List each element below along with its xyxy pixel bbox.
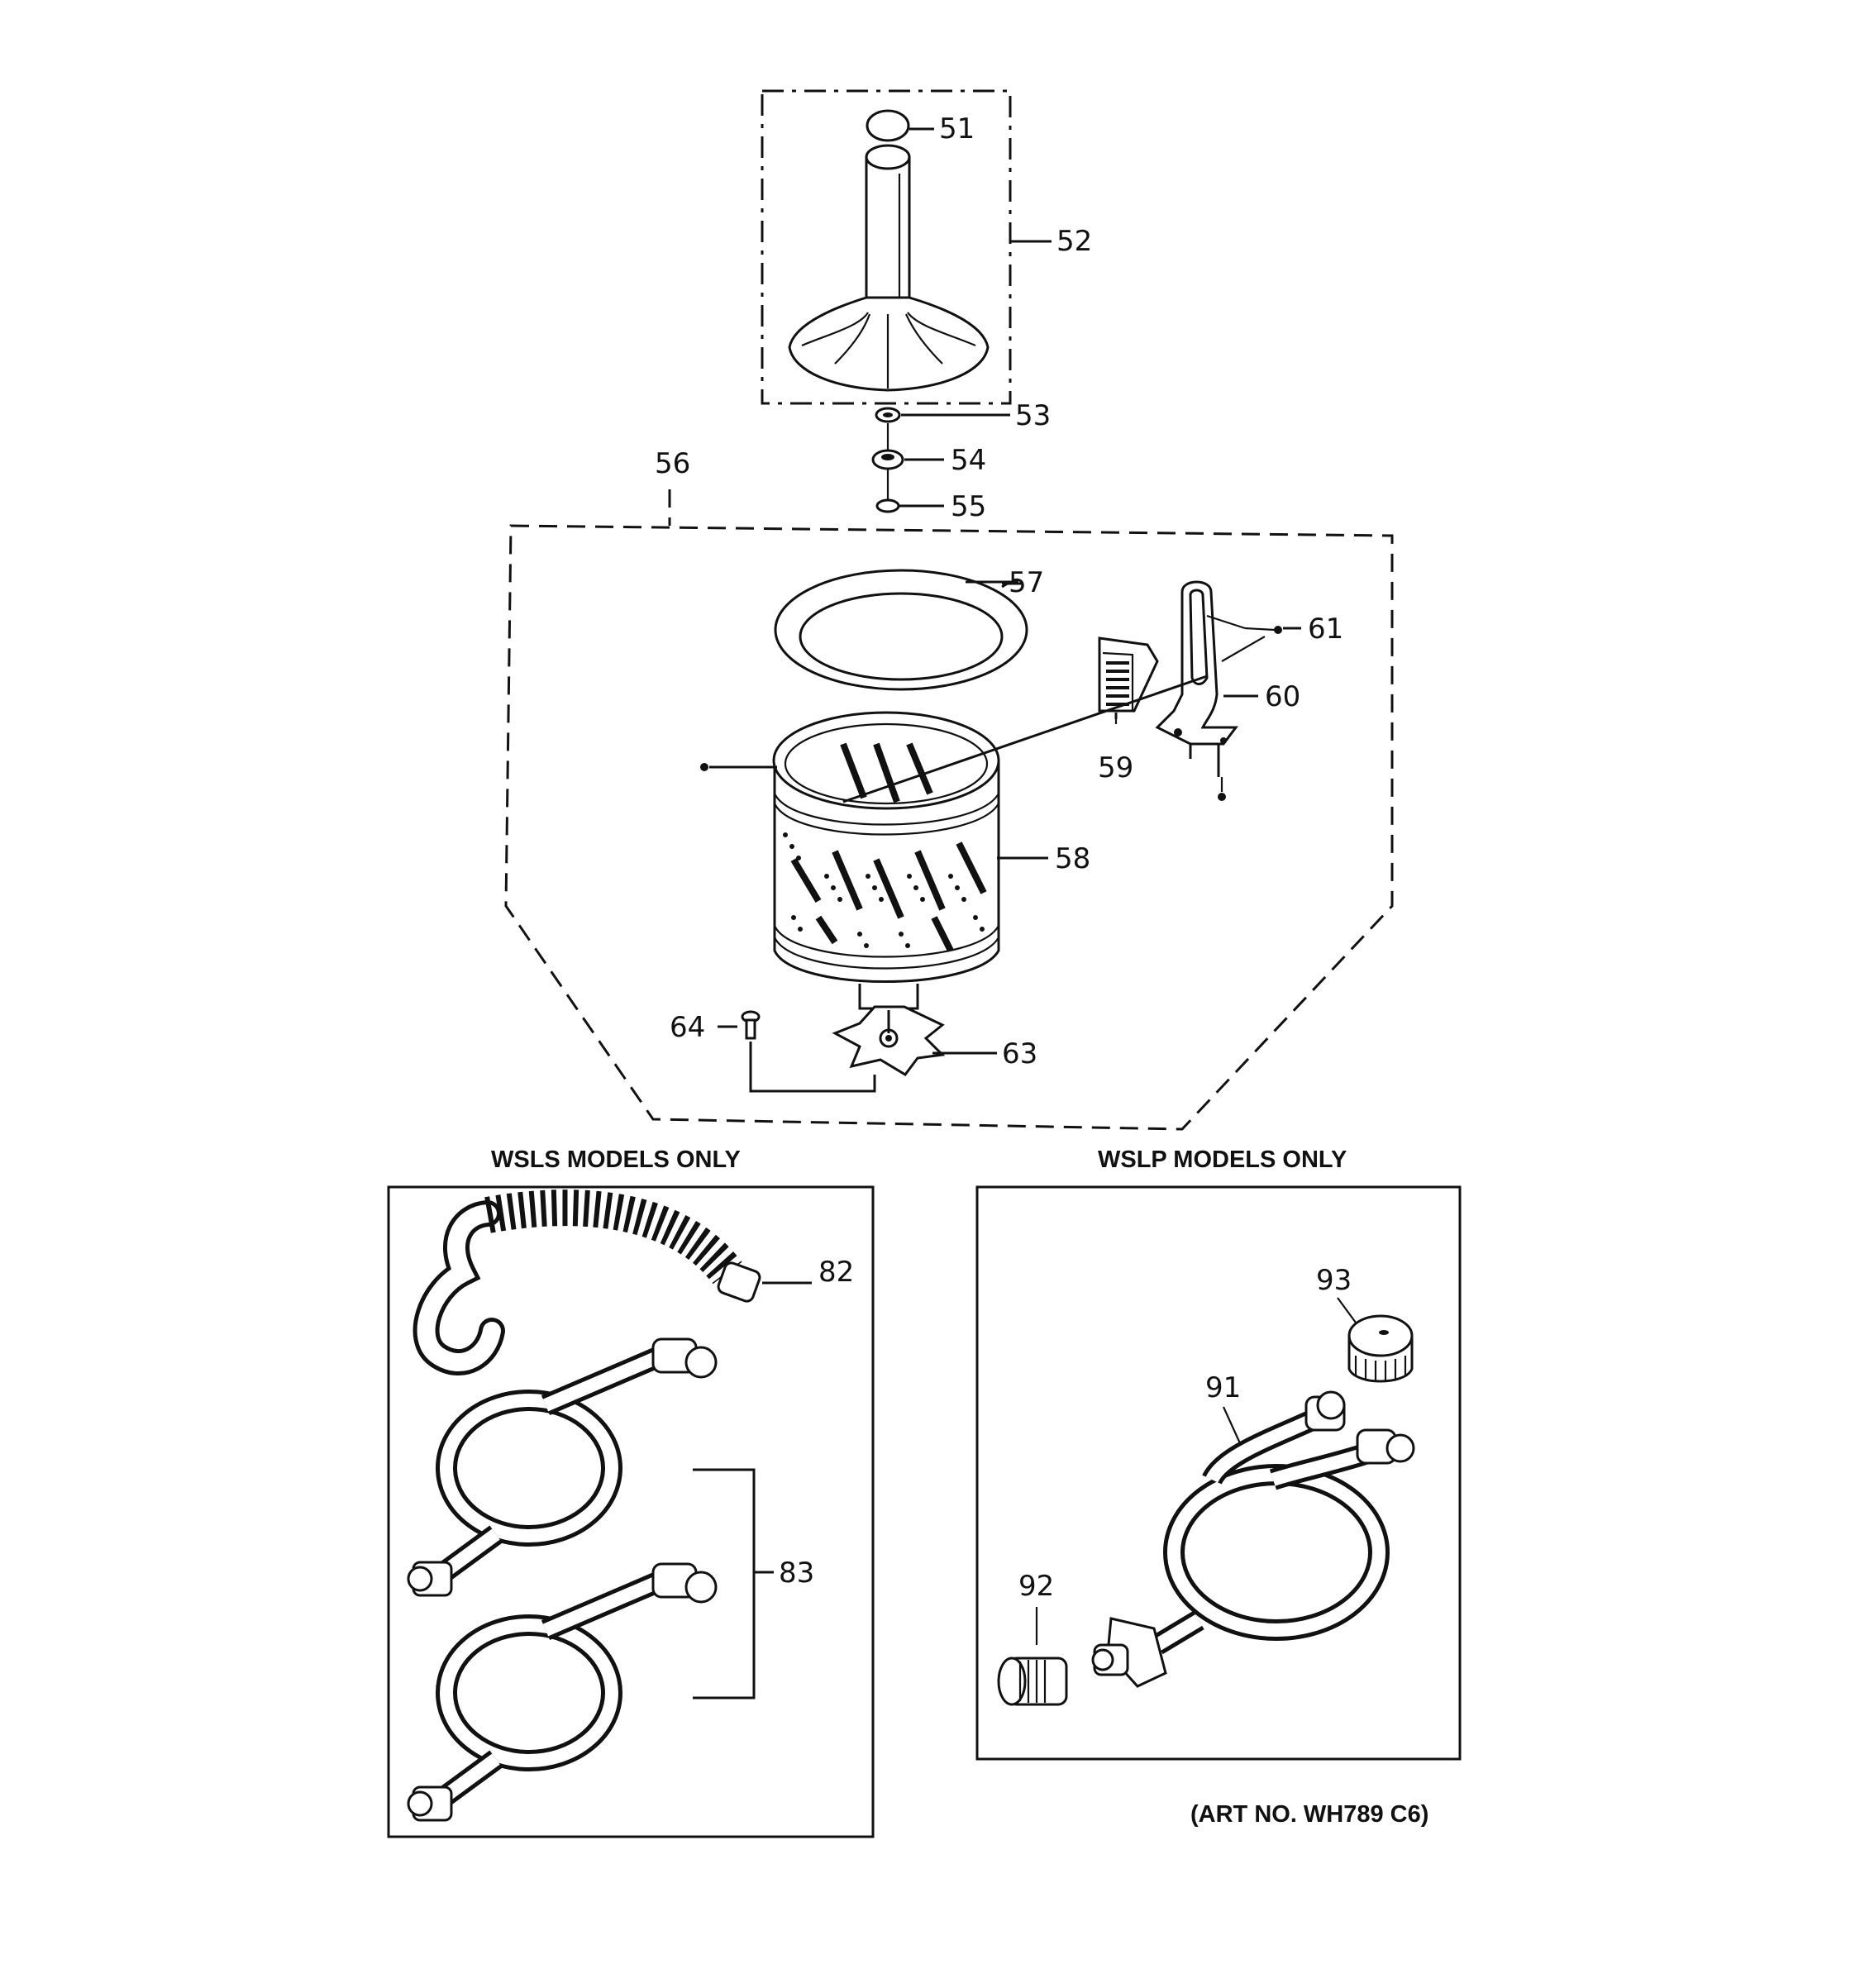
fill-hose-83-lower <box>407 1562 718 1822</box>
dispenser-60 <box>842 580 1238 803</box>
basket-dashed-outline <box>504 524 1394 1131</box>
agitator-post <box>865 155 911 314</box>
basket-screw <box>700 763 708 771</box>
callout-83: 83 <box>779 1557 814 1590</box>
hose-91 <box>1091 1390 1415 1688</box>
callout-51: 51 <box>939 112 975 145</box>
basket-assembly-group <box>504 489 1394 1131</box>
callout-61: 61 <box>1308 613 1343 646</box>
callout-83-bracket <box>693 1468 756 1700</box>
agitator-assembly-group <box>761 89 1052 405</box>
screw-61 <box>1274 626 1282 634</box>
callout-63: 63 <box>1002 1037 1037 1070</box>
washer-stack <box>871 407 1010 513</box>
callout-60: 60 <box>1265 680 1300 713</box>
callout-54: 54 <box>951 444 986 477</box>
basket-hub-63 <box>832 1005 997 1076</box>
callout-64: 64 <box>670 1011 705 1044</box>
spin-basket <box>772 711 1000 1010</box>
art-number: (ART NO. WH789 C6) <box>1190 1801 1428 1828</box>
callout-92: 92 <box>1018 1570 1054 1603</box>
wslp-panel <box>975 1185 1462 1761</box>
callout-93: 93 <box>1316 1264 1352 1297</box>
agitator-dashed-box <box>761 89 1012 405</box>
callout-56: 56 <box>655 447 690 480</box>
wslp-heading: WSLP MODELS ONLY <box>1098 1147 1347 1173</box>
bolt-64 <box>718 1010 876 1093</box>
drain-hose-82 <box>413 1189 812 1375</box>
callout-labels: 51 52 53 54 55 56 57 58 59 60 61 63 64 8… <box>655 112 1352 1603</box>
fill-hose-83-upper <box>407 1337 718 1597</box>
washer-55 <box>875 498 900 513</box>
cap-93 <box>1337 1297 1414 1383</box>
callout-52: 52 <box>1056 225 1092 258</box>
callout-53: 53 <box>1015 399 1051 432</box>
adapter-92 <box>997 1607 1068 1706</box>
wsls-panel <box>387 1185 875 1838</box>
callout-91: 91 <box>1205 1371 1241 1404</box>
callout-58: 58 <box>1055 842 1090 875</box>
wsls-heading: WSLS MODELS ONLY <box>491 1147 741 1173</box>
callout-55: 55 <box>951 490 986 523</box>
callout-57: 57 <box>1009 566 1044 599</box>
callout-82: 82 <box>818 1256 854 1289</box>
dispenser-screw <box>1218 793 1226 801</box>
agitator-cap <box>866 109 910 142</box>
callout-59: 59 <box>1098 751 1133 784</box>
dispenser-59 <box>1098 636 1159 719</box>
